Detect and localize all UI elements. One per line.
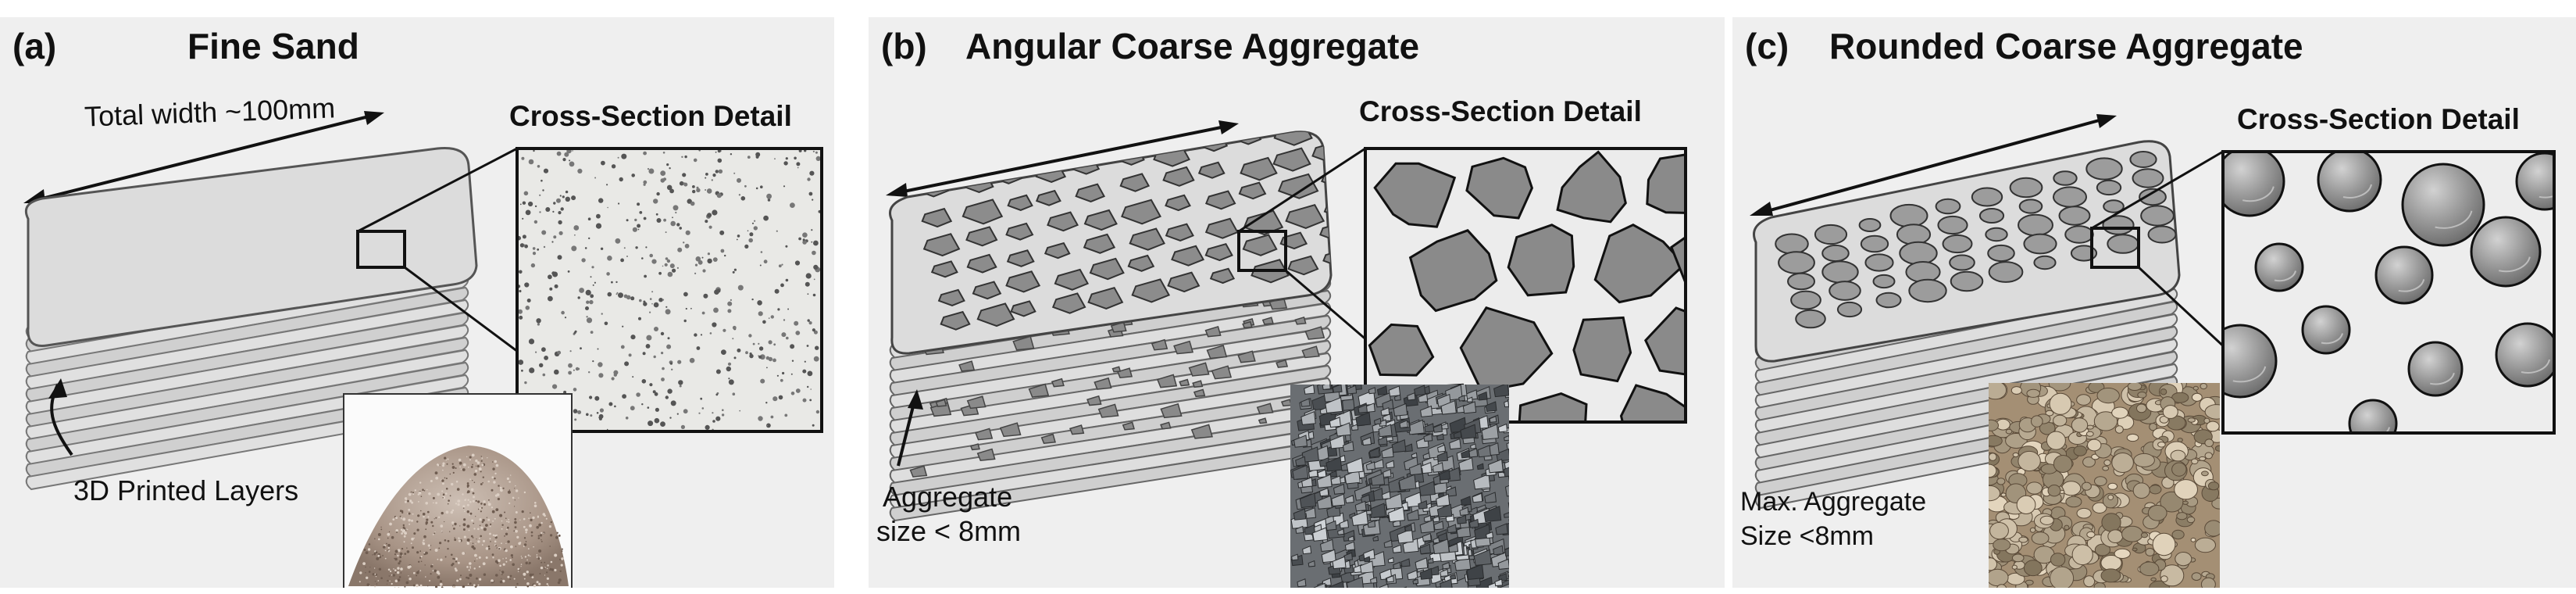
angular-aggregate-diagram <box>886 120 1687 588</box>
size-note-line2: size < 8mm <box>876 515 1022 547</box>
zoom-line-top <box>2091 150 2224 230</box>
zoom-box <box>356 230 406 269</box>
printed-block <box>889 131 1333 522</box>
cross-section <box>516 147 823 433</box>
panel-fine-sand: (a) Fine Sand Total width ~100mm Cross-S… <box>0 17 834 588</box>
crushed-gravel-photo <box>1290 385 1509 588</box>
panel-rounded-coarse: (c) Rounded Coarse Aggregate Cross-Secti… <box>1732 17 2576 588</box>
sand-pile-photo <box>343 393 573 588</box>
panel-label: (c) <box>1745 26 1789 66</box>
zoom-line-top <box>1238 147 1366 233</box>
size-pointer-arrow <box>897 389 923 467</box>
width-arrow <box>886 120 1239 197</box>
size-note-line1: Max. Aggregate <box>1740 487 1927 517</box>
panel-title: Fine Sand <box>187 26 359 66</box>
zoom-box <box>1237 230 1287 272</box>
layer-pointer-arrow <box>48 378 73 456</box>
zoom-box <box>2090 227 2140 269</box>
layer-note: 3D Printed Layers <box>73 474 299 506</box>
size-note-line1: Aggregate <box>883 481 1013 513</box>
width-arrow <box>1750 114 2117 216</box>
cross-section-title: Cross-Section Detail <box>2237 103 2520 135</box>
cross-section <box>2221 150 2556 435</box>
cross-section-title: Cross-Section Detail <box>1359 95 1642 127</box>
panel-label: (b) <box>881 26 927 66</box>
size-note-line2: Size <8mm <box>1740 521 1874 551</box>
fine-sand-diagram <box>23 111 823 588</box>
river-gravel-photo <box>1989 383 2220 588</box>
panel-title: Angular Coarse Aggregate <box>965 26 1420 66</box>
rounded-aggregate-diagram <box>1750 114 2556 588</box>
cross-section <box>1364 147 1687 424</box>
panel-angular-coarse: (b) Angular Coarse Aggregate Cross-Secti… <box>869 17 1725 588</box>
panel-title: Rounded Coarse Aggregate <box>1829 26 2303 66</box>
panel-label: (a) <box>12 26 57 66</box>
zoom-line-top <box>357 147 518 233</box>
cross-section-title: Cross-Section Detail <box>509 100 792 132</box>
